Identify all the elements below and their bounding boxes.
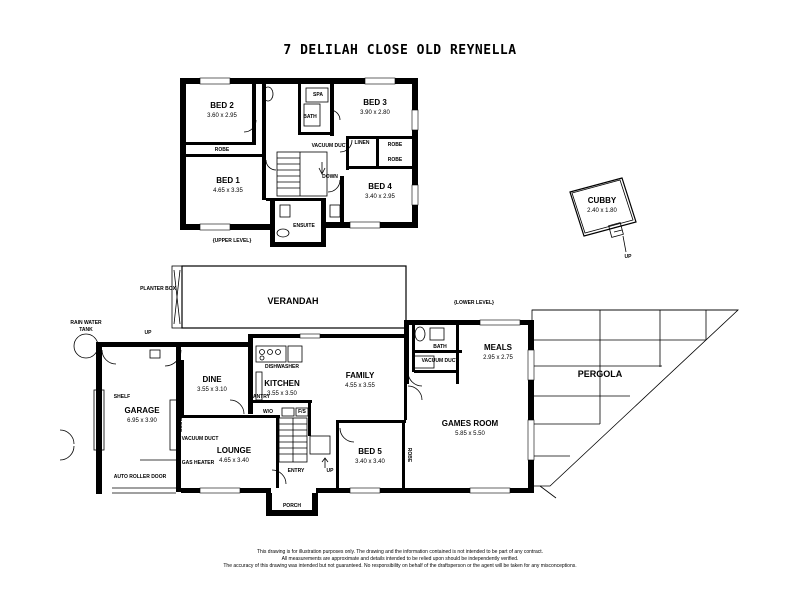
- down-label: DOWN: [322, 174, 338, 180]
- cubby-up: UP: [625, 254, 633, 260]
- bed3-name: BED 3: [363, 98, 387, 107]
- lower-vacuum-label: VACUUM DUCT: [182, 436, 219, 442]
- bed2-dim: 3.60 x 2.95: [207, 113, 237, 119]
- kitchen-name: KITCHEN: [264, 379, 300, 388]
- planter-box-label: PLANTER BOX: [140, 286, 177, 292]
- meals-dim: 2.95 x 2.75: [483, 355, 513, 361]
- bed2-name: BED 2: [210, 101, 234, 110]
- games-room-name: GAMES ROOM: [442, 419, 499, 428]
- upper-stairs: [276, 151, 328, 197]
- fs-label: F/S: [298, 409, 306, 415]
- rainwater-label-1: RAIN WATER: [70, 320, 102, 326]
- entry-up: UP: [327, 468, 335, 474]
- family-dim: 4.55 x 3.55: [345, 383, 375, 389]
- auto-roller-door-label: AUTO ROLLER DOOR: [114, 474, 167, 480]
- linen-label: LINEN: [355, 140, 370, 146]
- dine-dim: 3.55 x 3.10: [197, 387, 227, 393]
- bed4-name: BED 4: [368, 182, 392, 191]
- meals-name: MEALS: [484, 343, 513, 352]
- bed5-robe-label: ROBE: [406, 448, 412, 463]
- family-name: FAMILY: [346, 371, 375, 380]
- upper-level: BED 2 3.60 x 2.95 BED 3 3.90 x 2.80 BED …: [180, 77, 419, 247]
- lower-level-label: {LOWER LEVEL}: [454, 300, 494, 306]
- lower-bath-label: BATH: [433, 344, 447, 350]
- lounge-name: LOUNGE: [217, 446, 252, 455]
- rainwater-label-2: TANK: [79, 327, 93, 333]
- porch-label: PORCH: [283, 503, 301, 509]
- dine-name: DINE: [202, 375, 222, 384]
- bed1-robe: ROBE: [215, 147, 230, 153]
- upper-level-label: {UPPER LEVEL}: [213, 238, 252, 244]
- bed3-robe: ROBE: [388, 142, 403, 148]
- bed5-dim: 3.40 x 3.40: [355, 459, 385, 465]
- wo-label: W/O: [263, 409, 273, 415]
- disclaimer-line-1: This drawing is for illustration purpose…: [257, 549, 543, 555]
- gas-heater-label: GAS HEATER: [182, 460, 215, 466]
- disclaimer-line-3: The accuracy of this drawing was intende…: [223, 563, 576, 569]
- garage-name: GARAGE: [124, 406, 160, 415]
- lounge-dim: 4.65 x 3.40: [219, 458, 249, 464]
- verandah-label: VERANDAH: [267, 296, 318, 306]
- kitchen-dim: 3.55 x 3.50: [267, 391, 297, 397]
- cubby: CUBBY 2.40 x 1.80 UP: [569, 177, 637, 260]
- dishwasher-label: DISHWASHER: [265, 364, 299, 370]
- games-room-dim: 5.85 x 5.50: [455, 431, 485, 437]
- pergola-label: PERGOLA: [578, 369, 623, 379]
- ensuite-label: ENSUITE: [293, 223, 315, 229]
- bed4-dim: 3.40 x 2.95: [365, 194, 395, 200]
- plan-title: 7 DELILAH CLOSE OLD REYNELLA: [283, 43, 516, 58]
- verandah-up: UP: [145, 330, 153, 336]
- cubby-dim: 2.40 x 1.80: [587, 208, 617, 214]
- upper-bath-label: BATH: [303, 114, 317, 120]
- upper-vacuum-label: VACUUM DUCT: [312, 143, 349, 149]
- bed3-dim: 3.90 x 2.80: [360, 110, 390, 116]
- cubby-name: CUBBY: [588, 196, 617, 205]
- pantry-label: PANTRY: [250, 394, 271, 400]
- shelf-label: SHELF: [114, 394, 130, 400]
- bed4-robe: ROBE: [388, 157, 403, 163]
- bed5-name: BED 5: [358, 447, 382, 456]
- bed1-dim: 4.65 x 3.35: [213, 188, 243, 194]
- lounge-robe-label: ROBE: [176, 418, 182, 433]
- garage-dim: 6.95 x 3.90: [127, 418, 157, 424]
- bed1-name: BED 1: [216, 176, 240, 185]
- spa-label: SPA: [313, 92, 323, 98]
- lower-vacuum-right-label: VACUUM DUCT: [422, 358, 459, 364]
- disclaimer-line-2: All measurements are approximate and det…: [282, 556, 519, 562]
- entry-label: ENTRY: [288, 468, 305, 474]
- lower-stairs: [278, 417, 331, 468]
- lower-level: VERANDAH PLANTER BOX RAIN WATER TANK UP …: [59, 265, 740, 516]
